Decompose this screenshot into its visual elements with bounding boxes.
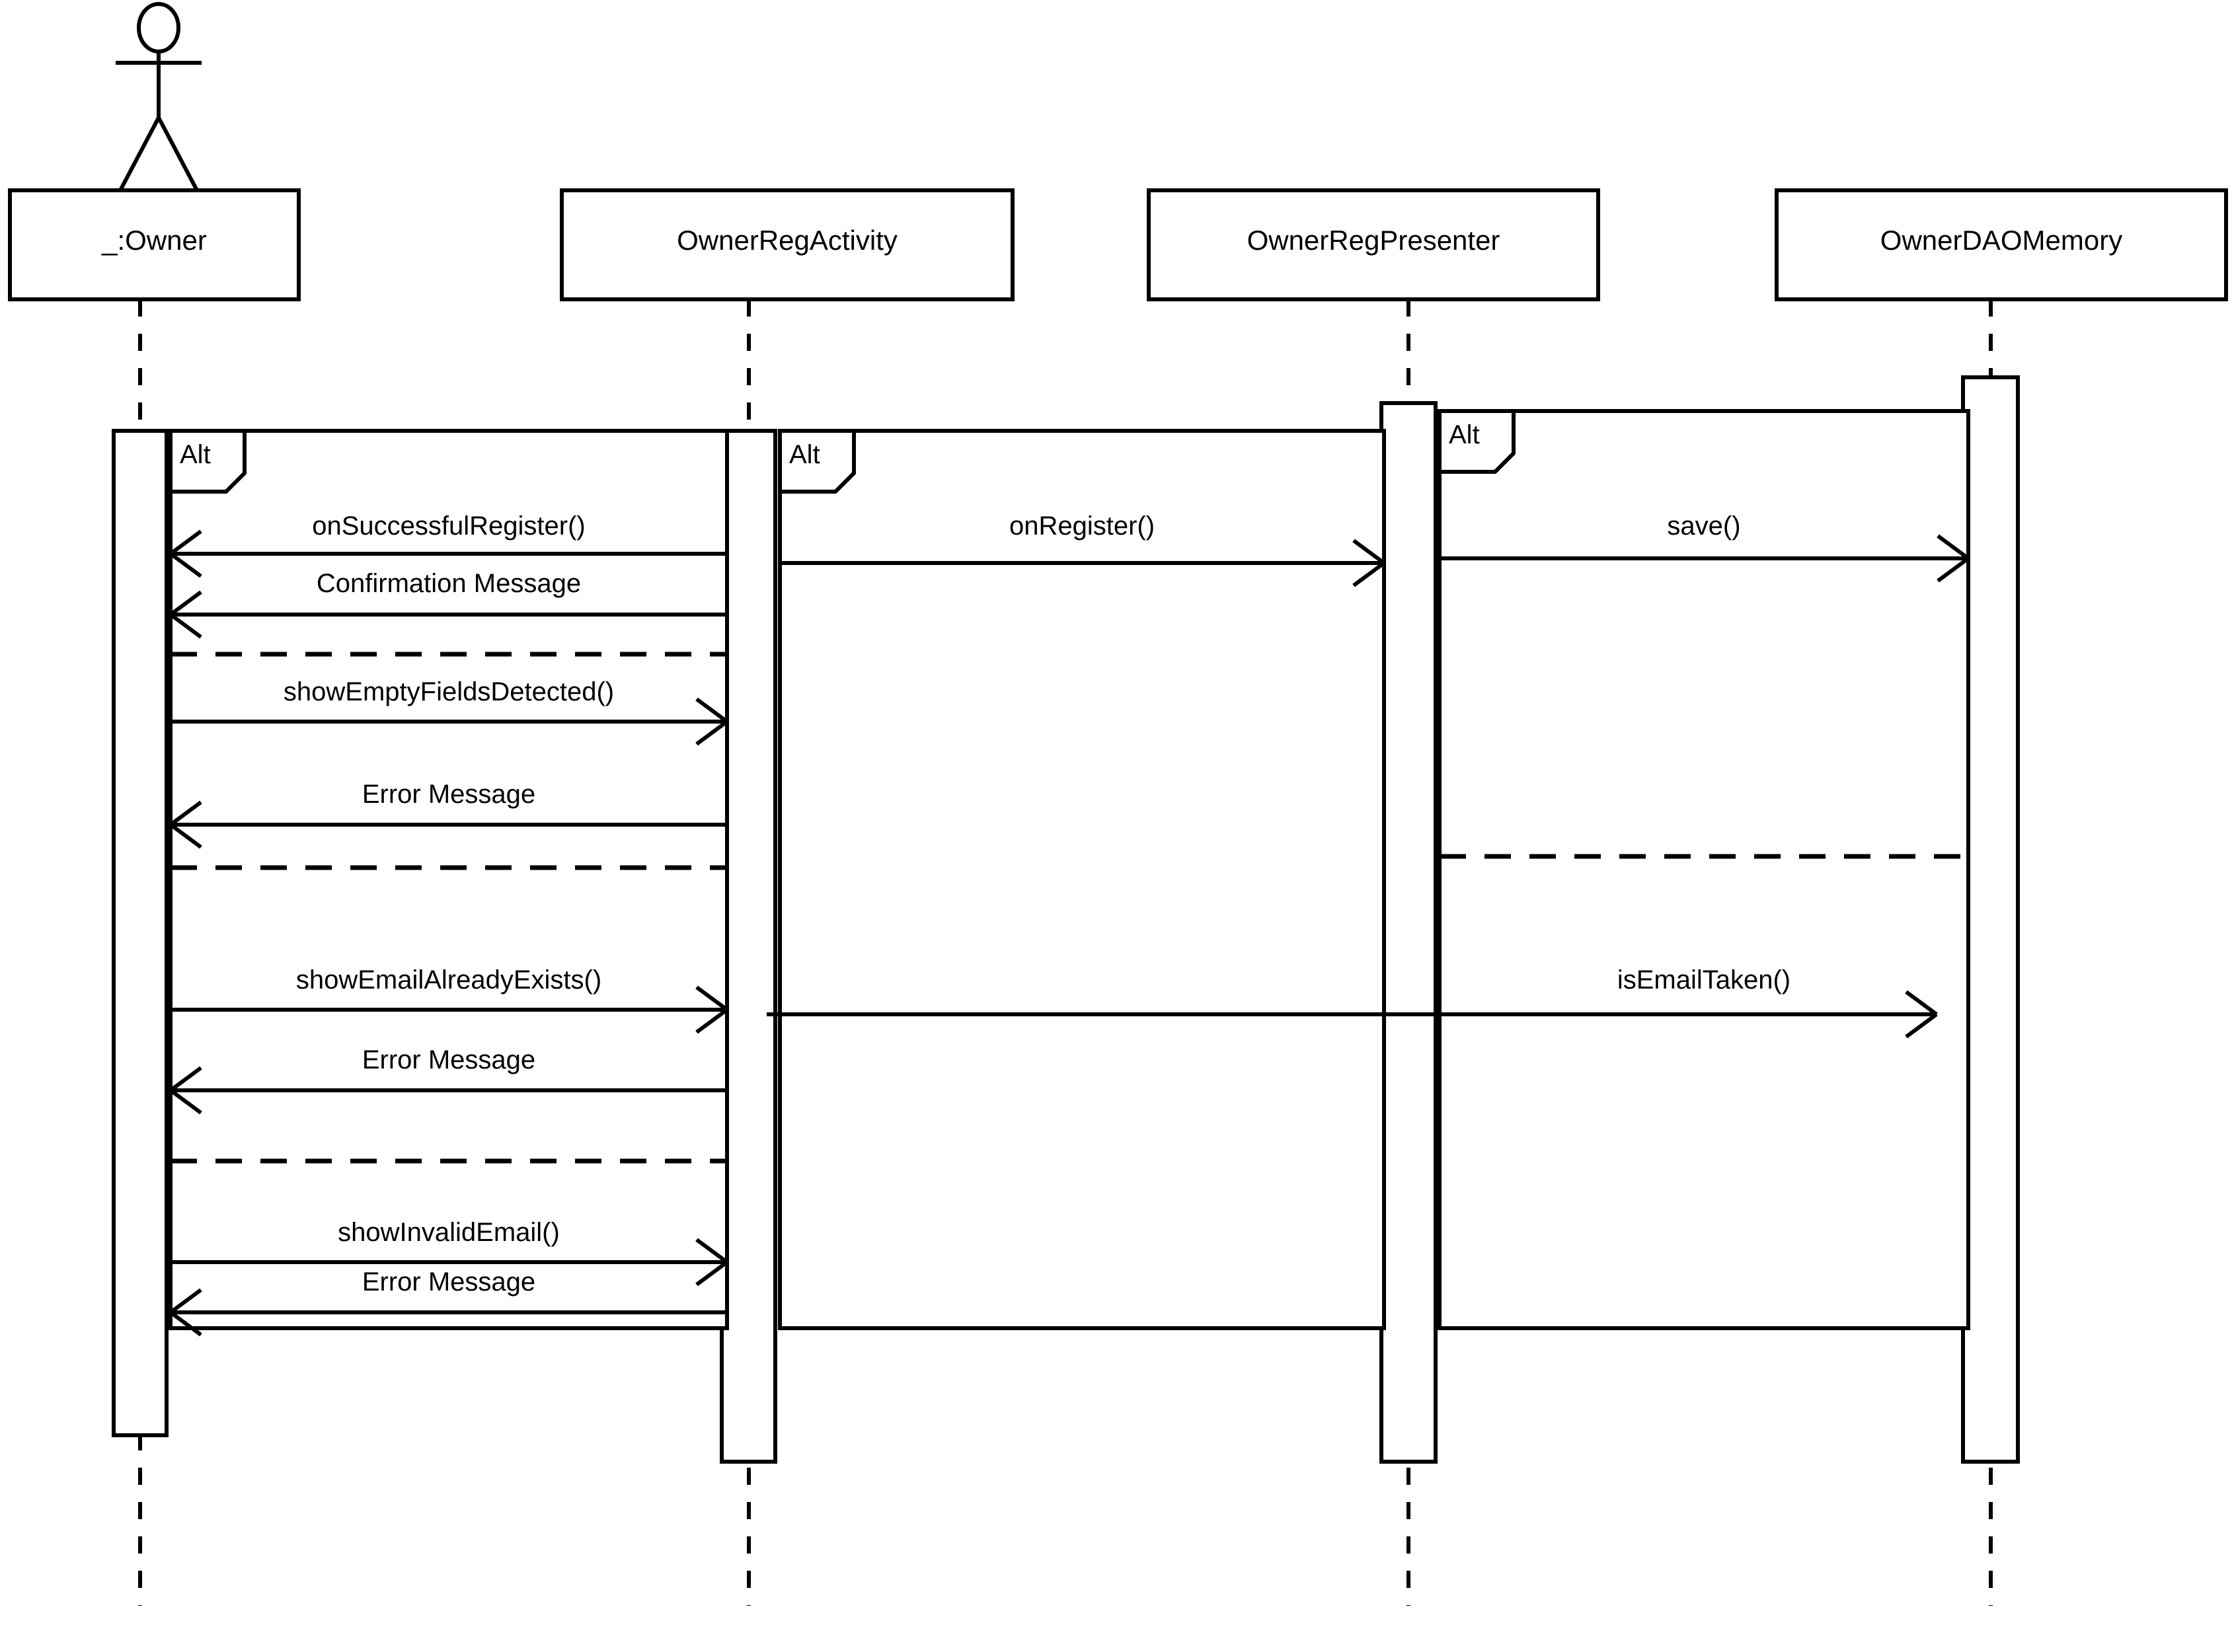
presenter-activation (1379, 401, 1438, 1464)
fragment-label-shape-alt-3 (1438, 409, 1516, 474)
message-label-msg-show-empty-fields: showEmptyFieldsDetected() (283, 677, 615, 706)
arrowhead-upper (169, 590, 202, 617)
arrowhead-upper (695, 697, 728, 724)
fragment-label-shape-alt-2 (778, 429, 856, 494)
message-label-msg-confirmation: Confirmation Message (316, 569, 582, 598)
arrowhead-lower (169, 552, 202, 578)
message-label-msg-on-successful-register: onSuccessfulRegister() (312, 511, 586, 541)
message-label-msg-is-email-taken: isEmailTaken() (1617, 965, 1791, 995)
fragment-label-alt-2: Alt (789, 440, 820, 469)
participant-box-owner[interactable] (8, 188, 301, 301)
message-label-msg-error-3: Error Message (362, 1267, 536, 1296)
arrowhead-upper (1905, 990, 1938, 1016)
message-label-msg-error-1: Error Message (362, 780, 536, 809)
fragment-label-alt-3: Alt (1449, 420, 1480, 449)
participant-label-owner: _:Owner (102, 225, 207, 256)
arrowhead-lower (695, 720, 728, 746)
arrowhead-upper (695, 1238, 728, 1264)
actor-right-leg-icon (157, 116, 199, 192)
message-label-msg-show-email-exists: showEmailAlreadyExists() (295, 965, 602, 995)
arrowhead-upper (1352, 539, 1385, 565)
arrowhead-lower (169, 1310, 202, 1337)
fragment-label-shape-alt-1 (169, 429, 247, 494)
arrowhead-lower (1937, 556, 1970, 583)
message-label-msg-show-invalid-email: showInvalidEmail() (338, 1218, 560, 1247)
fragment-alt-2 (778, 429, 1386, 1330)
participant-label-dao: OwnerDAOMemory (1880, 225, 2123, 256)
participant-box-dao[interactable] (1775, 188, 2228, 301)
dao-activation (1961, 375, 2020, 1464)
message-label-msg-on-register: onRegister() (1009, 511, 1155, 541)
arrowhead-upper (695, 985, 728, 1012)
actor-head-icon (137, 2, 180, 54)
message-label-msg-save: save() (1667, 511, 1741, 541)
actor-left-leg-icon (118, 116, 161, 192)
arrowhead-upper (169, 529, 202, 556)
activity-activation (720, 429, 777, 1464)
fragment-alt-1 (169, 429, 729, 1330)
participant-label-activity: OwnerRegActivity (677, 225, 898, 256)
owner-activation (112, 429, 169, 1437)
arrowhead-upper (1937, 534, 1970, 560)
arrowhead-upper (169, 800, 202, 827)
participant-box-presenter[interactable] (1147, 188, 1600, 301)
arrowhead-lower (695, 1008, 728, 1034)
message-label-msg-error-2: Error Message (362, 1045, 536, 1074)
arrowhead-lower (169, 613, 202, 639)
fragment-alt-3 (1438, 409, 1970, 1330)
arrowhead-lower (169, 1088, 202, 1115)
participant-label-presenter: OwnerRegPresenter (1247, 225, 1500, 256)
arrowhead-lower (169, 823, 202, 849)
fragment-label-alt-1: Alt (180, 440, 211, 469)
arrowhead-lower (695, 1260, 728, 1287)
arrowhead-upper (169, 1066, 202, 1092)
arrowhead-lower (1352, 561, 1385, 587)
arrowhead-upper (169, 1288, 202, 1314)
arrowhead-lower (1905, 1012, 1938, 1039)
participant-box-activity[interactable] (560, 188, 1015, 301)
